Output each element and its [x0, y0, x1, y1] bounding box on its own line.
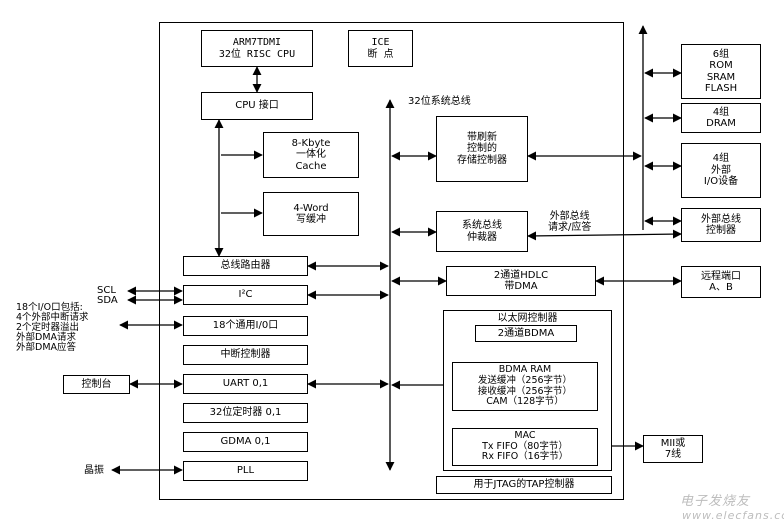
cache-block: 8-Kbyte 一体化 Cache	[263, 132, 359, 178]
timer-block: 32位定时器 0,1	[183, 403, 308, 423]
bdma-ram-block: BDMA RAM 发送缓冲（256字节） 接收缓冲（256字节） CAM（128…	[452, 362, 598, 411]
gpio-block: 18个通用I/0口	[183, 316, 308, 336]
jtag-block: 用于JTAG的TAP控制器	[436, 476, 612, 494]
hdlc-block: 2通道HDLC 带DMA	[446, 266, 596, 296]
mii-block: MII或 7线	[643, 435, 703, 463]
arm-core-block: ARM7TDMI 32位 RISC CPU	[201, 30, 313, 67]
chip-boundary	[159, 22, 624, 500]
watermark-logo: 电子发烧友	[680, 494, 751, 509]
remote-port-block: 远程端口 A、B	[681, 266, 761, 298]
sda-label: SDA	[97, 295, 118, 306]
mac-block: MAC Tx FIFO（80字节） Rx FIFO（16字节）	[452, 428, 598, 466]
external-bus-controller-block: 外部总线 控制器	[681, 208, 761, 242]
watermark-url: www.elecfans.com	[682, 509, 784, 522]
external-io-block: 4组 外部 I/O设备	[681, 143, 761, 198]
cpu-interface-block: CPU 接口	[201, 92, 313, 120]
gdma-block: GDMA 0,1	[183, 432, 308, 452]
ice-block: ICE 断 点	[348, 30, 413, 67]
system-bus-label: 32位系统总线	[408, 96, 471, 107]
bus-router-block: 总线路由器	[183, 256, 308, 276]
crystal-label: 晶振	[84, 465, 104, 476]
write-buffer-block: 4-Word 写缓冲	[263, 192, 359, 236]
i2c-block: I²C	[183, 285, 308, 305]
interrupt-controller-block: 中断控制器	[183, 345, 308, 365]
gpio-description-label: 18个I/O口包括: 4个外部中断请求 2个定时器溢出 外部DMA请求 外部DM…	[16, 302, 89, 353]
bdma-block: 2通道BDMA	[475, 325, 577, 342]
dram-block: 4组 DRAM	[681, 103, 761, 133]
scl-label: SCL	[97, 285, 116, 296]
console-block: 控制台	[63, 375, 130, 394]
rom-sram-flash-block: 6组 ROM SRAM FLASH	[681, 44, 761, 99]
bus-arbiter-block: 系统总线 仲裁器	[436, 211, 528, 252]
memory-controller-block: 带刷新 控制的 存储控制器	[436, 116, 528, 182]
uart-block: UART 0,1	[183, 374, 308, 394]
pll-block: PLL	[183, 461, 308, 481]
external-bus-request-label: 外部总线 请求/应答	[548, 211, 592, 233]
